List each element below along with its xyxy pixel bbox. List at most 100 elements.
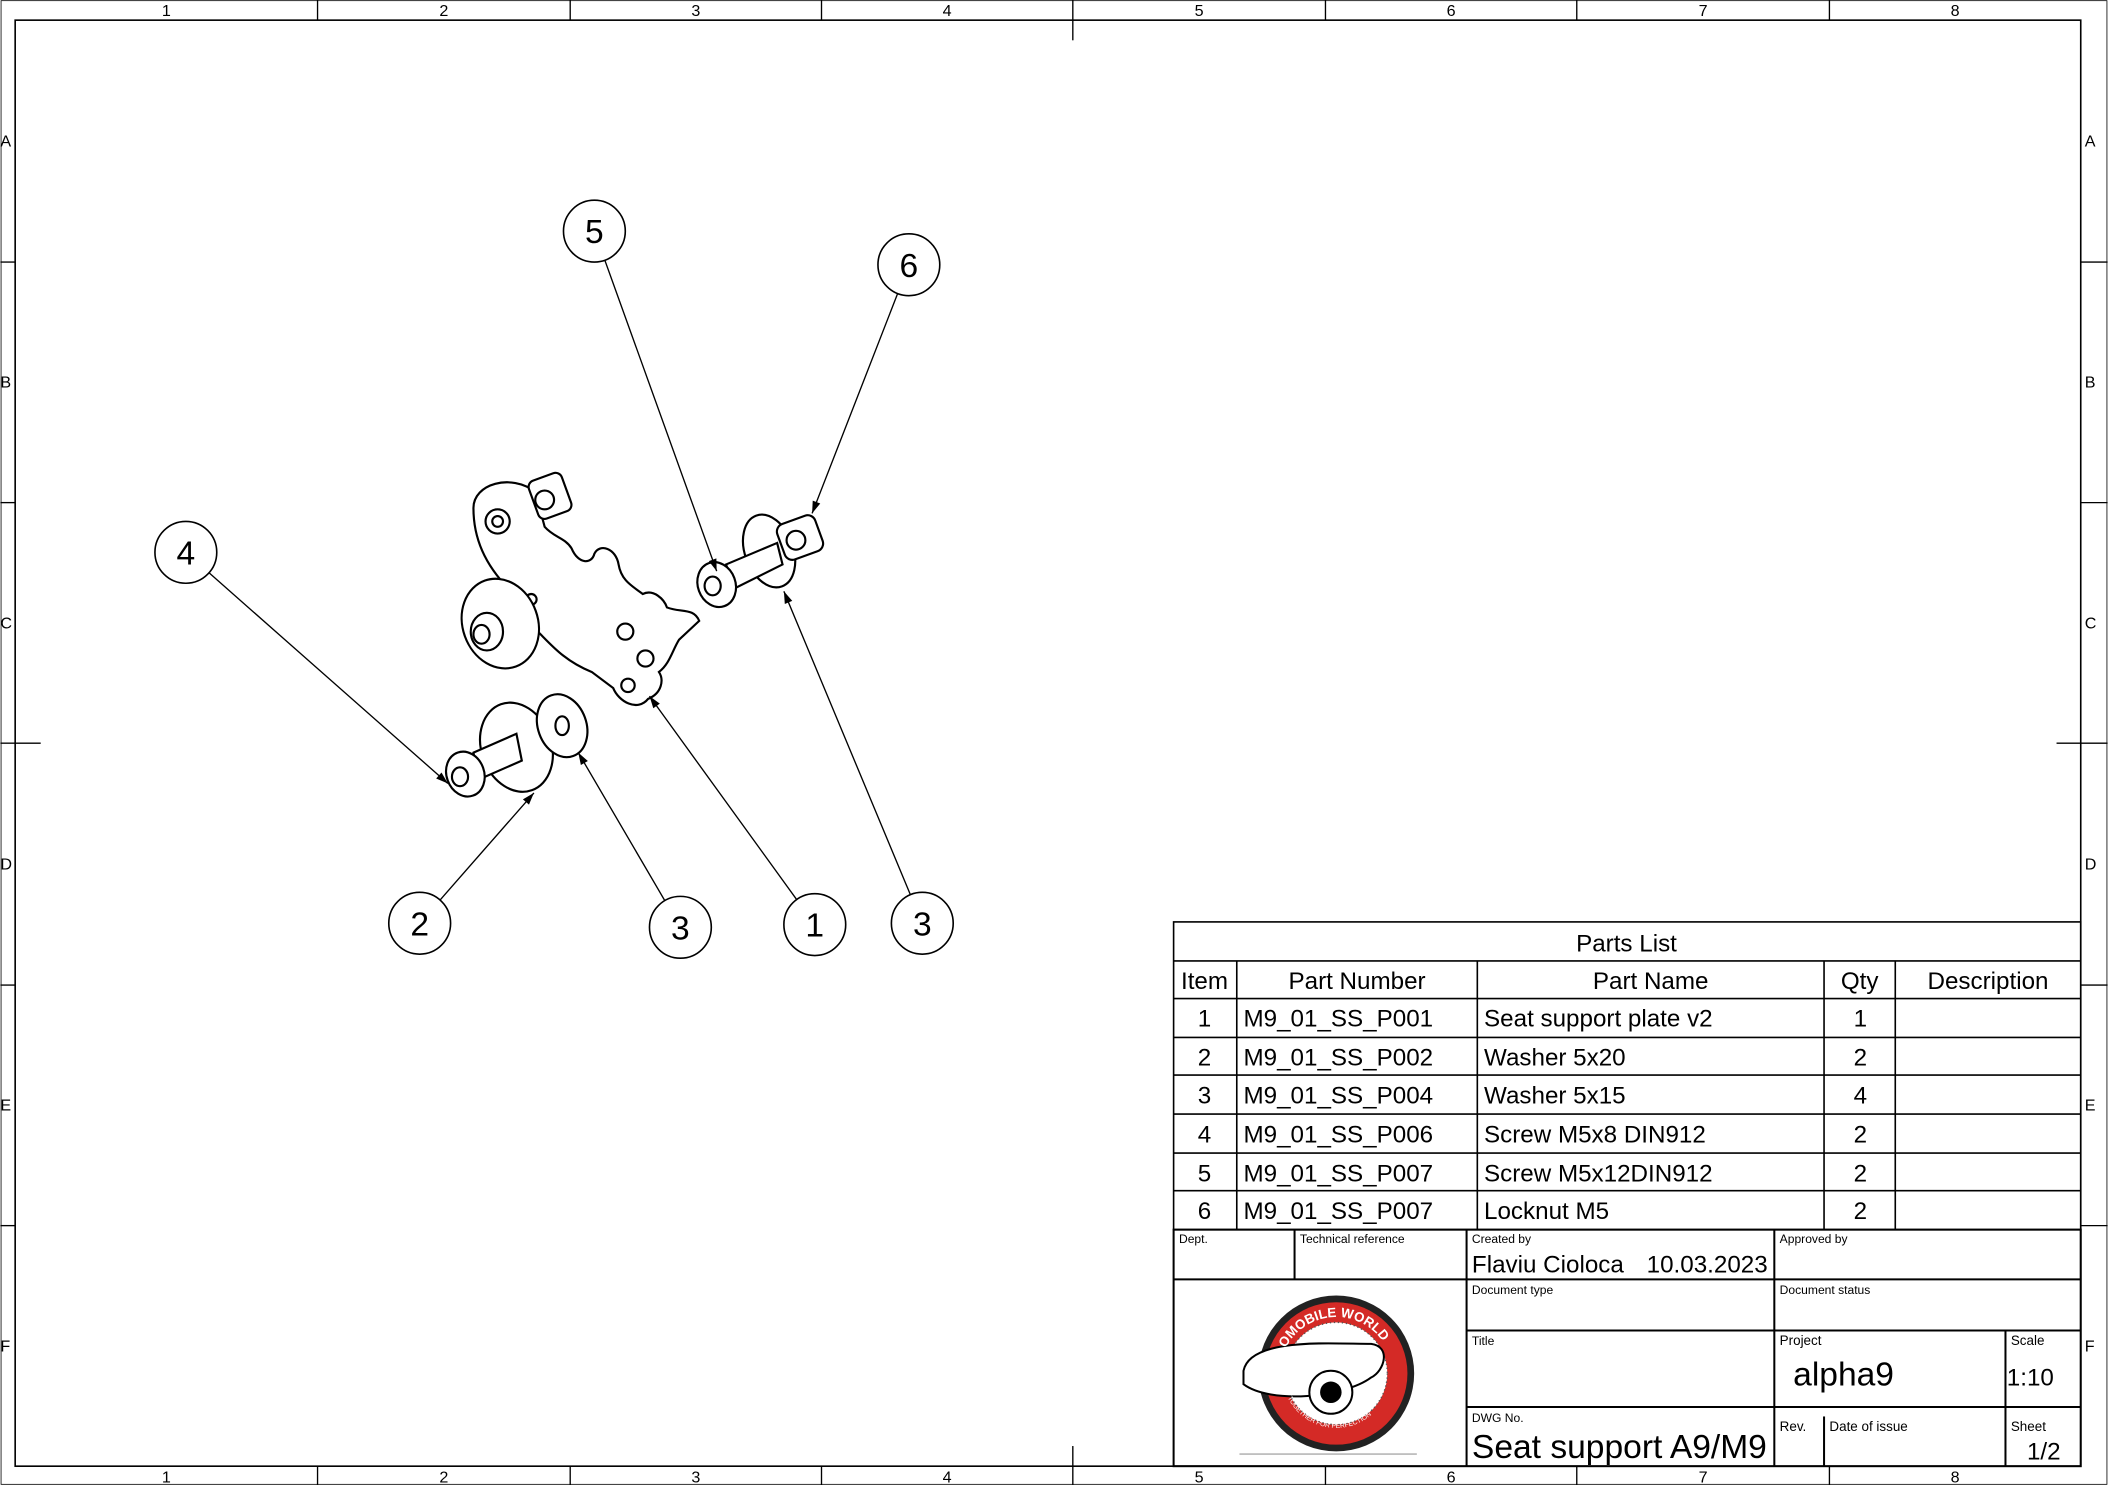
table-cell: 1 bbox=[1854, 1006, 1867, 1033]
column-marker: 4 bbox=[943, 2, 952, 20]
column-header: Qty bbox=[1841, 968, 1880, 995]
table-cell: 5 bbox=[1198, 1160, 1211, 1187]
balloon-2: 2 bbox=[387, 792, 535, 955]
table-cell: Seat support plate v2 bbox=[1484, 1006, 1713, 1033]
leader-line bbox=[648, 695, 798, 900]
row-marker: E bbox=[0, 1097, 11, 1115]
balloon-circle bbox=[648, 895, 713, 960]
parts-list-title: Parts List bbox=[1576, 930, 1677, 957]
balloon-label: 3 bbox=[913, 906, 932, 943]
table-cell: M9_01_SS_P001 bbox=[1243, 1006, 1433, 1033]
table-cell: 4 bbox=[1854, 1082, 1867, 1109]
column-marker: 6 bbox=[1447, 1468, 1456, 1485]
project-label: Project bbox=[1780, 1333, 1822, 1348]
column-marker: 5 bbox=[1195, 2, 1204, 20]
date-of-issue-label: Date of issue bbox=[1829, 1419, 1907, 1434]
column-header: Description bbox=[1928, 968, 2049, 995]
column-marker: 1 bbox=[162, 2, 171, 20]
velomobile-world-logo: VELOMOBILE WORLD TOGETHER FOR PERFECTION bbox=[1239, 1295, 1417, 1455]
balloon-label: 5 bbox=[585, 214, 604, 251]
balloon-circle bbox=[562, 199, 627, 263]
balloon-6: 6 bbox=[811, 233, 941, 514]
table-cell: M9_01_SS_P007 bbox=[1243, 1160, 1433, 1187]
balloon-label: 3 bbox=[671, 910, 690, 947]
balloon-label: 2 bbox=[410, 906, 429, 943]
column-marker: 8 bbox=[1951, 2, 1960, 20]
table-cell: M9_01_SS_P004 bbox=[1243, 1082, 1433, 1109]
table-cell: 4 bbox=[1198, 1121, 1211, 1148]
table-cell: M9_01_SS_P007 bbox=[1243, 1198, 1433, 1225]
column-marker: 7 bbox=[1699, 2, 1708, 20]
created-by-label: Created by bbox=[1472, 1232, 1532, 1246]
column-marker: 6 bbox=[1447, 2, 1456, 20]
table-cell: 2 bbox=[1854, 1121, 1867, 1148]
column-marker: 1 bbox=[162, 1468, 171, 1485]
row-marker: F bbox=[2085, 1337, 2095, 1355]
column-header: Part Number bbox=[1288, 968, 1425, 995]
sheet-label: Sheet bbox=[2011, 1419, 2046, 1434]
approved-by-label: Approved by bbox=[1780, 1232, 1849, 1246]
leader-line bbox=[439, 792, 535, 901]
arrowhead-icon bbox=[783, 591, 793, 605]
balloon-circle bbox=[154, 520, 218, 585]
balloon-circle bbox=[877, 233, 941, 297]
project-value: alpha9 bbox=[1793, 1357, 1894, 1394]
row-marker: C bbox=[2085, 614, 2097, 632]
title-block: Dept. Technical reference Created by Fla… bbox=[1172, 1228, 2082, 1468]
balloon-5: 5 bbox=[562, 199, 718, 572]
balloon-label: 4 bbox=[177, 535, 196, 572]
row-marker: B bbox=[2085, 374, 2096, 392]
exploded-view bbox=[444, 471, 825, 798]
balloon-circle bbox=[387, 891, 452, 955]
row-marker: A bbox=[0, 132, 11, 150]
leader-line bbox=[208, 572, 449, 784]
table-cell: M9_01_SS_P006 bbox=[1243, 1121, 1433, 1148]
arrowhead-icon bbox=[649, 696, 660, 709]
arrowhead-icon bbox=[436, 772, 448, 784]
rev-label: Rev. bbox=[1780, 1419, 1807, 1434]
table-row: 6 M9_01_SS_P007 Locknut M5 2 bbox=[1198, 1198, 1867, 1225]
table-cell: M9_01_SS_P002 bbox=[1243, 1045, 1433, 1072]
column-marker: 4 bbox=[943, 1468, 952, 1485]
column-marker: 3 bbox=[691, 1468, 700, 1485]
scale-value: 1:10 bbox=[2007, 1365, 2054, 1392]
row-marker: E bbox=[2085, 1097, 2096, 1115]
table-cell: 2 bbox=[1854, 1160, 1867, 1187]
table-cell: Washer 5x20 bbox=[1484, 1045, 1626, 1072]
leader-line bbox=[811, 293, 899, 514]
leader-line bbox=[577, 752, 666, 901]
column-header: Part Name bbox=[1593, 968, 1709, 995]
column-marker: 7 bbox=[1699, 1468, 1708, 1485]
leader-line bbox=[783, 591, 912, 895]
column-marker: 5 bbox=[1195, 1468, 1204, 1485]
column-marker: 2 bbox=[439, 2, 448, 20]
leader-line bbox=[604, 260, 718, 572]
created-by-value: Flaviu Cioloca bbox=[1472, 1252, 1624, 1279]
balloon-circle bbox=[890, 891, 955, 955]
table-cell: Locknut M5 bbox=[1484, 1198, 1609, 1225]
column-marker: 8 bbox=[1951, 1468, 1960, 1485]
balloon-label: 1 bbox=[805, 908, 824, 945]
table-cell: Screw M5x8 DIN912 bbox=[1484, 1121, 1706, 1148]
table-cell: 6 bbox=[1198, 1198, 1211, 1225]
seat-support-plate bbox=[472, 481, 701, 706]
sheet-value: 1/2 bbox=[2027, 1438, 2061, 1465]
arrowhead-icon bbox=[522, 792, 534, 805]
document-type-label: Document type bbox=[1472, 1283, 1554, 1297]
table-row: 5 M9_01_SS_P007 Screw M5x12DIN912 2 bbox=[1198, 1160, 1867, 1187]
document-status-label: Document status bbox=[1780, 1283, 1871, 1297]
table-cell: 2 bbox=[1854, 1198, 1867, 1225]
balloon-circle bbox=[783, 892, 847, 957]
arrowhead-icon bbox=[708, 558, 717, 572]
table-cell: Screw M5x12DIN912 bbox=[1484, 1160, 1713, 1187]
row-marker: D bbox=[0, 855, 12, 873]
row-marker: F bbox=[0, 1337, 10, 1355]
table-row: 4 M9_01_SS_P006 Screw M5x8 DIN912 2 bbox=[1198, 1121, 1867, 1148]
dwg-no-value: Seat support A9/M9 bbox=[1472, 1429, 1767, 1466]
table-cell: Washer 5x15 bbox=[1484, 1082, 1626, 1109]
